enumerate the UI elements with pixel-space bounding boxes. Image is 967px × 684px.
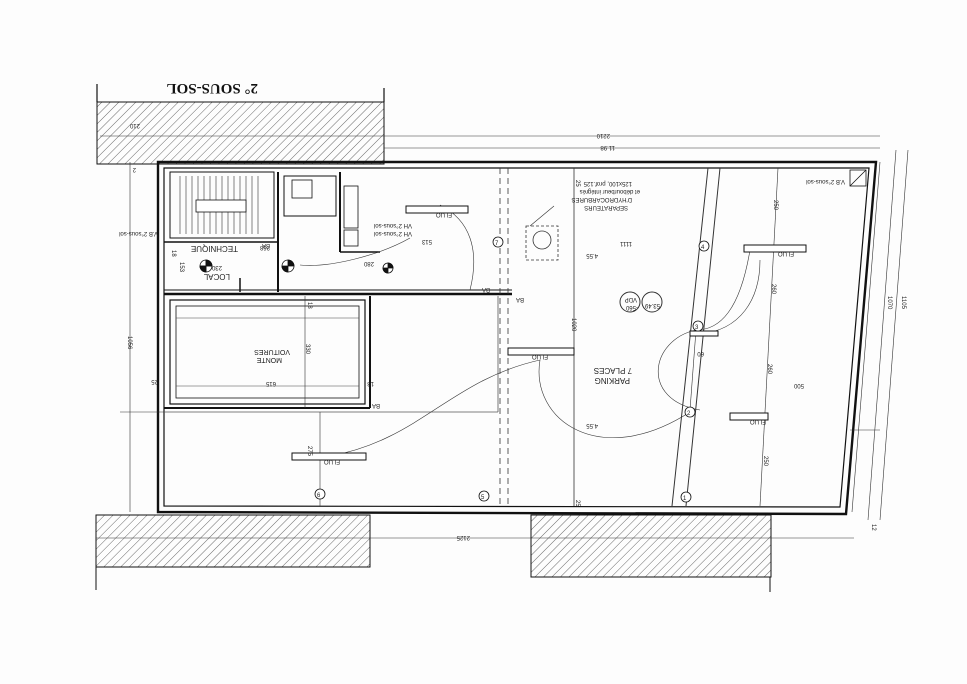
separateurs-label: D'HYDROCARBURES (572, 196, 633, 202)
ba-label: BA (482, 286, 490, 292)
outer-wall (156, 160, 878, 516)
separateurs-label: 125x100, prof.125 (583, 180, 632, 186)
vdp-value: -560 (625, 304, 638, 310)
dimension: 60 (697, 350, 704, 356)
ba-label: BA (516, 296, 524, 302)
flux-label: 4.55 (586, 252, 598, 258)
separateurs-label: SEPARATEURS (584, 204, 628, 210)
dimension: 153 (178, 262, 184, 273)
dimension: 1020 (570, 318, 576, 332)
dimension: 2125 (456, 534, 470, 540)
hatched-wall-top (96, 101, 385, 165)
dimension: 18 (170, 250, 176, 257)
dimension: 210 (129, 122, 140, 128)
dimension: 500 (793, 382, 804, 388)
hatched-wall-bottom-right (530, 514, 772, 578)
separateurs-label: et débourbeur intégrés (580, 188, 640, 194)
ba-label: BA (372, 402, 380, 408)
dimension: 25 (151, 378, 158, 384)
dimension: 615 (265, 380, 276, 386)
circle-label: 2 (687, 411, 691, 417)
vdp-label: VDP (625, 296, 637, 302)
dimension: 250 (762, 456, 768, 467)
dimension: 1070 (886, 296, 892, 310)
dimension: 280 (363, 260, 374, 266)
plan-title: 2° SOUS-SOL (167, 80, 258, 96)
circle-label: 4 (701, 245, 705, 251)
dimension: 25 (574, 500, 580, 507)
dimension: 260 (770, 284, 776, 295)
parking-label: PARKING (595, 376, 630, 385)
fluo-label: FLUO (324, 458, 340, 464)
dimension: 260 (766, 364, 772, 375)
dimension: 2 (132, 166, 136, 172)
dimension: 250 (772, 200, 778, 211)
hatched-wall-bottom-left (95, 514, 371, 568)
parking-places-label: 7 PLACES (594, 366, 632, 375)
local-label: LOCAL (203, 272, 230, 281)
fluo-label: FLUO (778, 250, 794, 256)
circle-label: 6 (317, 493, 321, 499)
vh-label: VH 2°sous-sol (374, 230, 412, 236)
dimension: 230 (211, 264, 222, 270)
circle-label: 5 (481, 495, 485, 501)
dimension: 1111 (619, 240, 632, 246)
dimension: 330 (304, 344, 310, 355)
circle-label: 3 (695, 325, 699, 331)
dimension: 18 (367, 380, 374, 386)
dimension: 1105 (900, 296, 906, 310)
vb-label: V.B 2°sous-sol (806, 178, 845, 184)
ba-label: BA (262, 242, 270, 248)
fluo-label: FLUO (532, 353, 548, 359)
dimension: 25 (574, 180, 580, 187)
dimension: 12 (870, 524, 876, 531)
staircase (169, 171, 275, 239)
dimension: 513 (421, 238, 432, 244)
dimension: 2210 (596, 132, 610, 138)
flux-label: 4.55 (586, 422, 598, 428)
technique-label: TECHNIQUE (191, 244, 238, 253)
vb-label: V.B 2°sous-sol (119, 230, 158, 236)
vdp-value: 53.49 (644, 302, 660, 308)
dimension: 1056 (126, 336, 132, 350)
fan-icon (199, 259, 394, 274)
dimension: 268 (259, 244, 270, 250)
dimension: 11.98 (600, 144, 615, 150)
circle-label: 1 (683, 496, 687, 502)
voitures-label: VOITURES (254, 348, 290, 355)
vh-label: VH 2°sous-sol (374, 222, 412, 228)
fluo-label: FLUO (750, 418, 766, 424)
fluo-label: FLUO (436, 211, 452, 217)
circle-label: 7 (495, 241, 499, 247)
dimension: 275 (306, 446, 312, 457)
monte-label: MONTE (256, 356, 282, 363)
dimension: 18 (306, 302, 312, 309)
